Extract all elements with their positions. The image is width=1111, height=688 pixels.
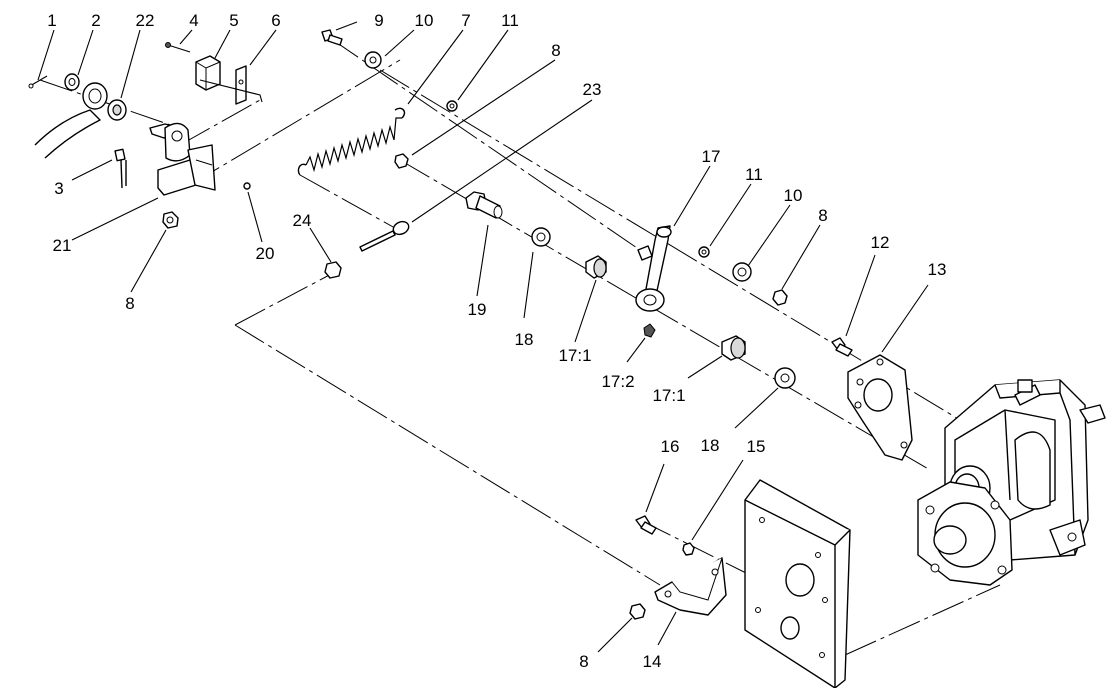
part-24-nut <box>324 261 342 279</box>
callout-4: 4 <box>189 11 198 30</box>
callout-7: 7 <box>461 11 470 30</box>
part-8-nut-right <box>772 289 788 306</box>
callout-3: 3 <box>54 179 63 198</box>
callout-22: 22 <box>136 11 155 30</box>
callout-labels: 1 2 22 4 5 6 9 10 7 11 8 23 3 21 20 8 24… <box>47 11 946 671</box>
callout-11: 11 <box>745 165 763 184</box>
callout-18: 18 <box>515 330 534 349</box>
part-9-bolt <box>321 29 343 46</box>
part-14-bracket <box>654 557 727 616</box>
pump-mount-plate <box>744 479 851 688</box>
part-21-bracket <box>149 122 216 196</box>
part-7-spring <box>297 107 406 176</box>
callout-15: 15 <box>747 437 766 456</box>
part-3-bolt <box>114 148 127 189</box>
callout-1: 1 <box>47 11 56 30</box>
part-8-nut-middle <box>394 153 409 169</box>
callout-13: 13 <box>928 260 947 279</box>
part-11-washer-upper <box>446 100 458 112</box>
callout-10: 10 <box>784 186 803 205</box>
callout-14: 14 <box>643 652 662 671</box>
part-1-cotter-pin <box>28 75 48 89</box>
hydraulic-pump <box>917 379 1106 586</box>
part-8-nut-lower <box>162 211 179 229</box>
part-17-1-bushing-b <box>721 335 746 361</box>
part-15-nut <box>682 542 695 556</box>
callout-6: 6 <box>271 11 280 30</box>
part-12-bolt <box>831 337 853 357</box>
part-17-2-fitting <box>643 323 656 338</box>
callout-17: 17 <box>702 147 721 166</box>
callout-17-1: 17:1 <box>558 346 591 365</box>
part-2-washer <box>64 73 80 91</box>
callout-19: 19 <box>468 300 487 319</box>
callout-21: 21 <box>53 236 72 255</box>
callout-17-1: 17:1 <box>652 386 685 405</box>
callout-24: 24 <box>293 211 312 230</box>
callout-5: 5 <box>229 11 238 30</box>
part-22-bushing <box>107 99 127 121</box>
lever-arm-bushing <box>34 82 108 159</box>
callout-9: 9 <box>374 11 383 30</box>
leader-lines <box>37 21 929 653</box>
callout-8: 8 <box>125 294 134 313</box>
part-6-plate <box>235 65 247 105</box>
part-11-washer-lower <box>698 246 710 258</box>
callout-20: 20 <box>256 244 275 263</box>
callout-12: 12 <box>871 233 890 252</box>
part-20-nut <box>243 182 251 190</box>
part-18-washer-b <box>774 367 796 389</box>
callout-17-2: 17:2 <box>601 372 634 391</box>
part-8-nut-bottom <box>629 603 646 620</box>
part-19-pivot-bolt <box>465 191 503 219</box>
callout-8: 8 <box>551 41 560 60</box>
part-23-eye-rod <box>359 220 410 252</box>
part-10-washer-upper <box>364 51 382 69</box>
part-4-screw <box>165 42 191 53</box>
part-16-bolt <box>635 515 657 535</box>
callout-11: 11 <box>501 11 519 30</box>
callout-2: 2 <box>91 11 100 30</box>
callout-18: 18 <box>701 436 720 455</box>
callout-8: 8 <box>818 206 827 225</box>
callout-16: 16 <box>661 437 680 456</box>
part-17-1-bushing-a <box>585 255 607 279</box>
callout-8: 8 <box>579 652 588 671</box>
part-17-lever <box>635 225 672 312</box>
part-5-block <box>195 55 221 91</box>
callout-23: 23 <box>583 80 602 99</box>
part-13-mount-plate <box>847 354 913 461</box>
callout-10: 10 <box>415 11 434 30</box>
part-10-spacer <box>732 262 752 282</box>
part-18-washer-a <box>531 227 551 247</box>
